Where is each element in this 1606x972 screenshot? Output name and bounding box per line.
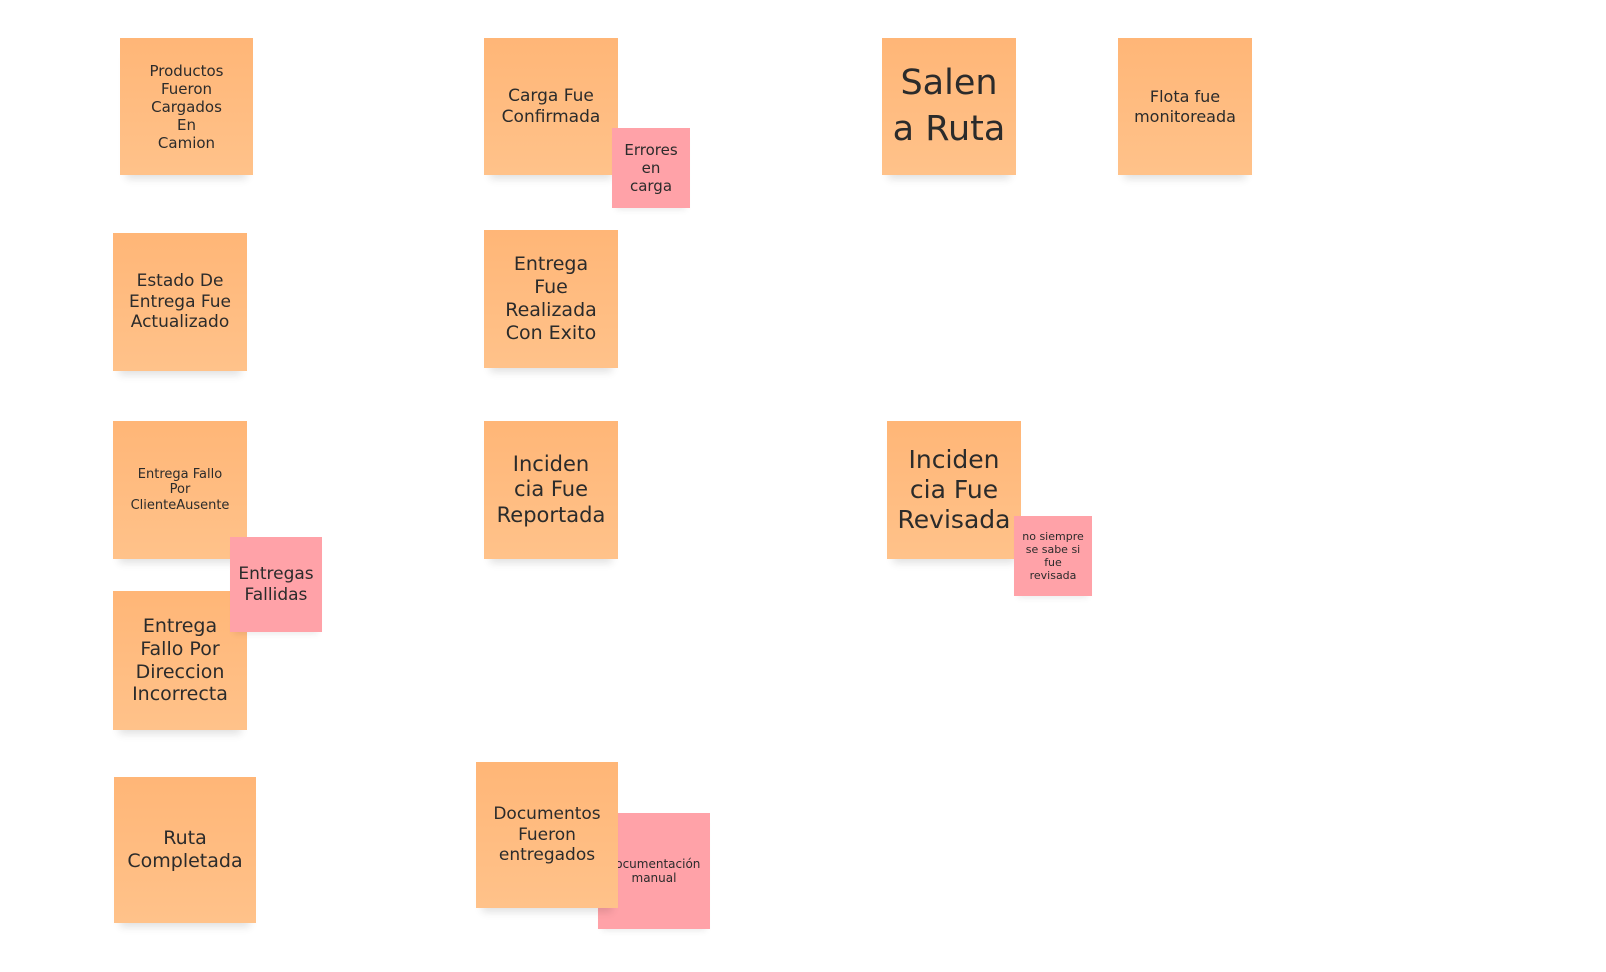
sticky-ruta-completada[interactable]: Ruta Completada [114, 777, 256, 923]
sticky-entregas-fallidas[interactable]: Entregas Fallidas [230, 537, 322, 632]
sticky-text: Estado De Entrega Fue Actualizado [129, 271, 231, 333]
sticky-text: Documentos Fueron entregados [493, 804, 601, 866]
sticky-flota-monitoreada[interactable]: Flota fue monitoreada [1118, 38, 1252, 175]
sticky-text: Ruta Completada [127, 827, 243, 872]
sticky-carga-confirmada[interactable]: Carga Fue Confirmada [484, 38, 618, 175]
sticky-incidencia-revisada[interactable]: Inciden cia Fue Revisada [887, 421, 1021, 559]
sticky-text: Productos Fueron Cargados En Camion [149, 61, 224, 152]
sticky-entrega-realizada[interactable]: Entrega Fue Realizada Con Exito [484, 230, 618, 368]
sticky-text: Entrega Fallo Por ClienteAusente [130, 466, 230, 513]
sticky-text: Entrega Fue Realizada Con Exito [505, 253, 597, 344]
sticky-text: Entregas Fallidas [238, 564, 314, 605]
sticky-estado-entrega[interactable]: Estado De Entrega Fue Actualizado [113, 233, 247, 371]
sticky-no-siempre-revisada[interactable]: no siempre se sabe si fue revisada [1014, 516, 1092, 596]
sticky-productos-cargados[interactable]: Productos Fueron Cargados En Camion [120, 38, 253, 175]
sticky-text: Flota fue monitoreada [1134, 87, 1236, 126]
sticky-errores-carga[interactable]: Errores en carga [612, 128, 690, 208]
sticky-incidencia-reportada[interactable]: Inciden cia Fue Reportada [484, 421, 618, 559]
sticky-text: no siempre se sabe si fue revisada [1022, 529, 1084, 583]
sticky-entrega-fallo-cliente[interactable]: Entrega Fallo Por ClienteAusente [113, 421, 247, 559]
sticky-entrega-fallo-direccion[interactable]: Entrega Fallo Por Direccion Incorrecta [113, 591, 247, 730]
sticky-text: Carga Fue Confirmada [501, 86, 601, 127]
sticky-text: Inciden cia Fue Reportada [496, 452, 606, 527]
sticky-text: Salen a Ruta [892, 63, 1006, 149]
sticky-text: Inciden cia Fue Revisada [897, 445, 1011, 534]
sticky-salen-ruta[interactable]: Salen a Ruta [882, 38, 1016, 175]
sticky-documentos-entregados[interactable]: Documentos Fueron entregados [476, 762, 618, 908]
sticky-text: documentación manual [607, 856, 701, 885]
sticky-text: Errores en carga [624, 141, 678, 195]
sticky-text: Entrega Fallo Por Direccion Incorrecta [132, 614, 228, 706]
